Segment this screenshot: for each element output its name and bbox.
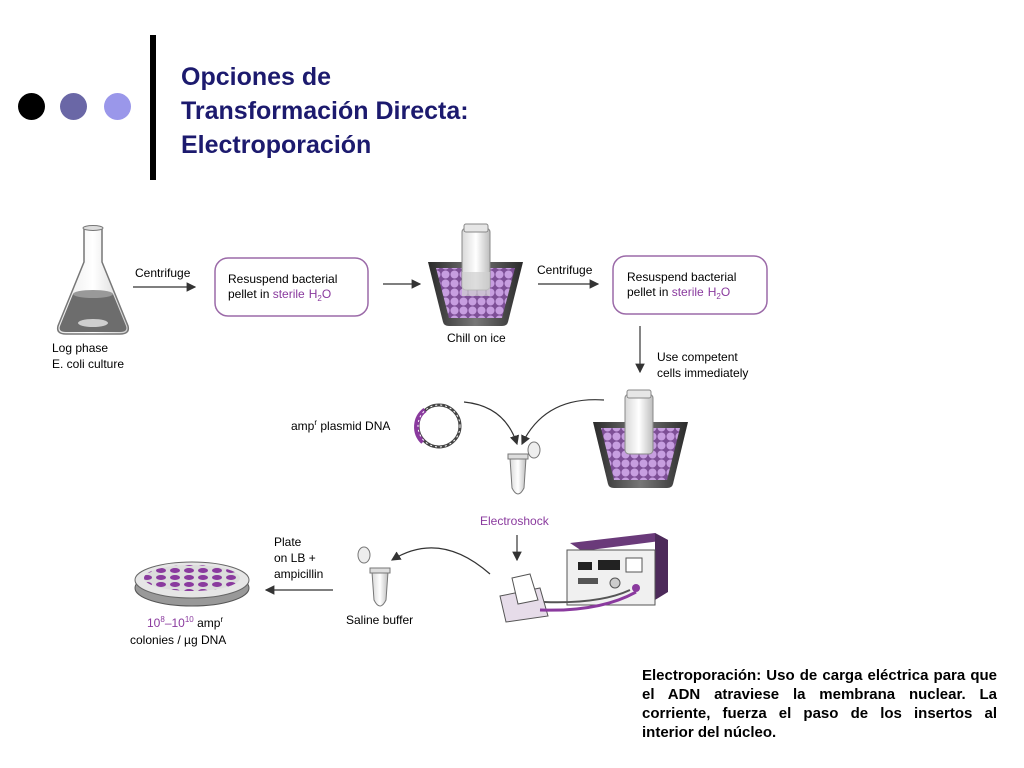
- colonies-amp: amp: [194, 616, 221, 630]
- plasmid-amp: amp: [291, 419, 315, 433]
- arrow-plasmid-to-tube: [463, 401, 520, 446]
- resuspend-1-line-2: pellet in sterile H2O: [228, 287, 331, 303]
- arrow-cells-to-tube: [521, 399, 605, 446]
- cuvette-icon: [499, 573, 637, 623]
- resuspend-2-sub: 2: [716, 292, 721, 301]
- bullet-dot-slate: [60, 93, 87, 120]
- ice-bucket-icon-2: [593, 389, 688, 488]
- resuspend-1-line-1: Resuspend bacterial: [228, 272, 337, 286]
- colonies-b-sup: 10: [185, 615, 194, 624]
- slide-caption: Electroporación: Uso de carga eléctrica …: [642, 667, 997, 741]
- bullet-dot-black: [18, 93, 45, 120]
- resuspend-2-line-2: pellet in sterile H2O: [627, 285, 730, 301]
- resuspend-2-line-1: Resuspend bacterial: [627, 270, 736, 284]
- plasmid-label: ampr plasmid DNA: [291, 418, 390, 433]
- resuspend-2-o: O: [721, 285, 730, 299]
- title-line-1: Opciones de: [181, 63, 332, 91]
- title-divider-bar: [150, 35, 156, 180]
- colonies-a-sup: 8: [160, 615, 165, 624]
- colonies-label-2: colonies / µg DNA: [130, 633, 226, 647]
- plate-label-3: ampicillin: [274, 567, 323, 581]
- resuspend-1-o: O: [322, 287, 331, 301]
- resuspend-box-1: [214, 257, 369, 317]
- petri-dish-icon: [134, 561, 250, 607]
- centrifuge-label-2: Centrifuge: [537, 263, 593, 277]
- ice-bucket-icon-1: [428, 223, 523, 326]
- plasmid-sup: r: [314, 418, 317, 427]
- colonies-amp-sup: r: [220, 615, 223, 624]
- resuspend-2-prefix: pellet in: [627, 285, 672, 299]
- use-competent-line-1: Use competent: [657, 350, 738, 364]
- flask-icon: [56, 225, 130, 335]
- plate-label-1: Plate: [274, 535, 302, 549]
- centrifuge-label-1: Centrifuge: [135, 266, 191, 280]
- resuspend-1-prefix: pellet in: [228, 287, 273, 301]
- arrow-to-saline: [390, 547, 491, 575]
- plasmid-icon: [414, 403, 462, 449]
- chill-label: Chill on ice: [447, 331, 506, 345]
- colonies-a: 10: [147, 616, 161, 630]
- electroporation-diagram: Log phase E. coli culture Centrifuge Res…: [52, 223, 768, 647]
- resuspend-1-sub: 2: [317, 294, 322, 303]
- microtube-icon: [507, 441, 541, 495]
- resuspend-2-h: H: [708, 285, 717, 299]
- plate-label-2: on LB +: [274, 551, 316, 565]
- bullet-dot-lavender: [104, 93, 131, 120]
- resuspend-2-sterile: sterile: [672, 285, 704, 299]
- colonies-dash: –10: [165, 616, 185, 630]
- log-phase-label-1: Log phase: [52, 341, 108, 355]
- resuspend-box-2: [612, 255, 768, 315]
- log-phase-label-2: E. coli culture: [52, 357, 124, 371]
- resuspend-1-h: H: [309, 287, 318, 301]
- saline-label: Saline buffer: [346, 613, 413, 627]
- colonies-label-1: 108–1010 ampr: [147, 615, 223, 630]
- slide-title: Opciones de Transformación Directa: Elec…: [181, 60, 601, 162]
- saline-tube-icon: [357, 546, 391, 607]
- plasmid-suffix: plasmid DNA: [317, 419, 390, 433]
- title-line-3: Electroporación: [181, 131, 372, 159]
- title-line-2: Transformación Directa:: [181, 97, 469, 125]
- use-competent-line-2: cells immediately: [657, 366, 748, 380]
- resuspend-1-sterile: sterile: [273, 287, 305, 301]
- electroshock-label: Electroshock: [480, 514, 550, 528]
